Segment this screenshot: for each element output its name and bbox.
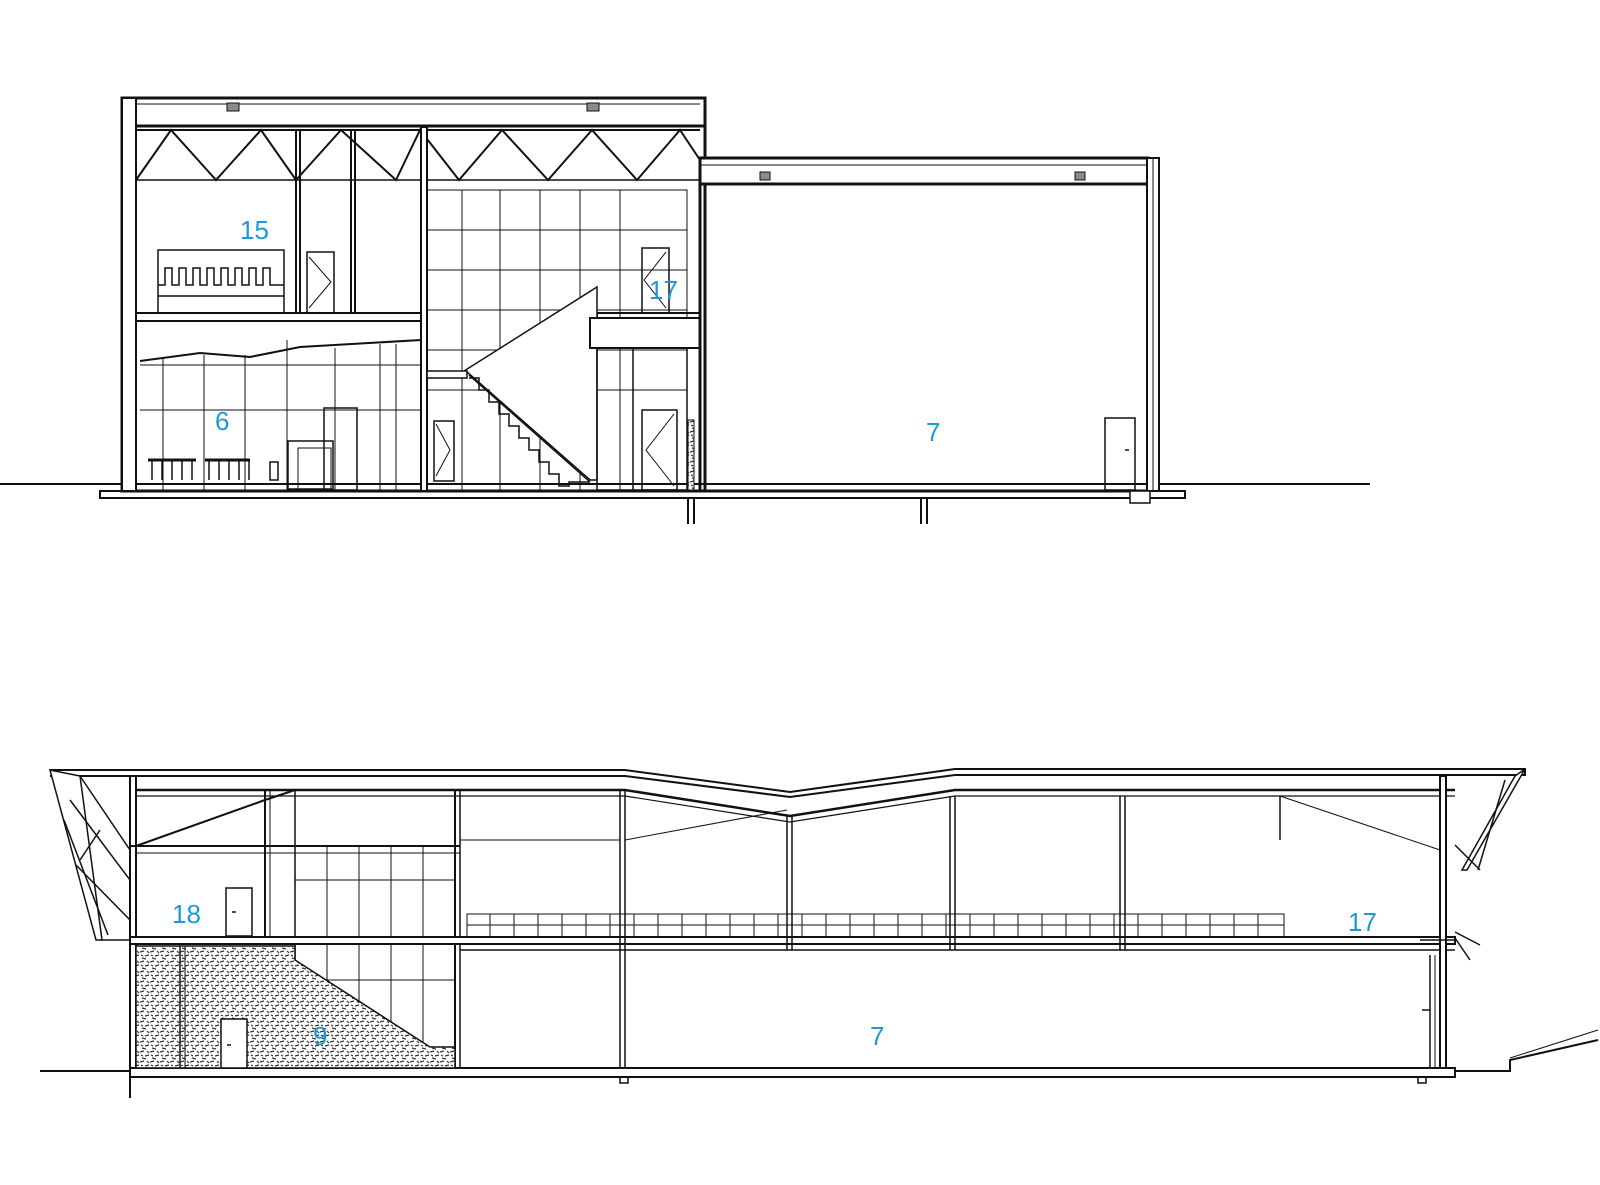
room-label-9: 9: [313, 1021, 327, 1051]
door-upper-left: [306, 251, 335, 314]
room-label-17: 17: [649, 275, 678, 305]
furniture: [148, 458, 279, 481]
bottom-right-wall: [1439, 775, 1447, 1069]
section-bottom-labels: 18 17 9 7: [172, 899, 1377, 1051]
hall-columns: [460, 790, 1441, 1068]
left-canopy: [48, 769, 131, 941]
bottom-left-wall: [129, 775, 137, 1069]
ground-line-bottom: [40, 1070, 131, 1098]
left-wall: [121, 97, 137, 492]
staircase: [426, 285, 598, 487]
hall-roof: [698, 156, 1150, 186]
section-top-labels: 15 17 6 7: [215, 215, 940, 447]
right-canopy: [1454, 768, 1526, 961]
hall-outline: [698, 156, 1150, 493]
hall-door: [1104, 417, 1136, 491]
stone-wall: [135, 945, 456, 1069]
room-label-7-bottom: 7: [870, 1021, 884, 1051]
door-17: [641, 247, 670, 314]
section-top: [0, 96, 1370, 524]
section-bottom: [40, 768, 1599, 1098]
lockers: [157, 249, 285, 314]
room-label-18: 18: [172, 899, 201, 929]
room-label-15: 15: [240, 215, 269, 245]
stone-wall-door: [220, 1018, 248, 1069]
tall-block-roof: [120, 96, 707, 128]
floor-slab-bottom: [129, 1067, 1456, 1078]
door-18: [225, 887, 253, 937]
room-label-7: 7: [926, 417, 940, 447]
room-6-glazing: [139, 339, 422, 490]
door-lower-atrium: [641, 409, 678, 491]
upper-floor-slab: [135, 312, 422, 322]
mezzanine-railing: [466, 913, 1285, 938]
room-label-17-bottom: 17: [1348, 907, 1377, 937]
roof-profile: [50, 768, 1526, 799]
room-label-6: 6: [215, 406, 229, 436]
roof-truss: [135, 126, 701, 492]
